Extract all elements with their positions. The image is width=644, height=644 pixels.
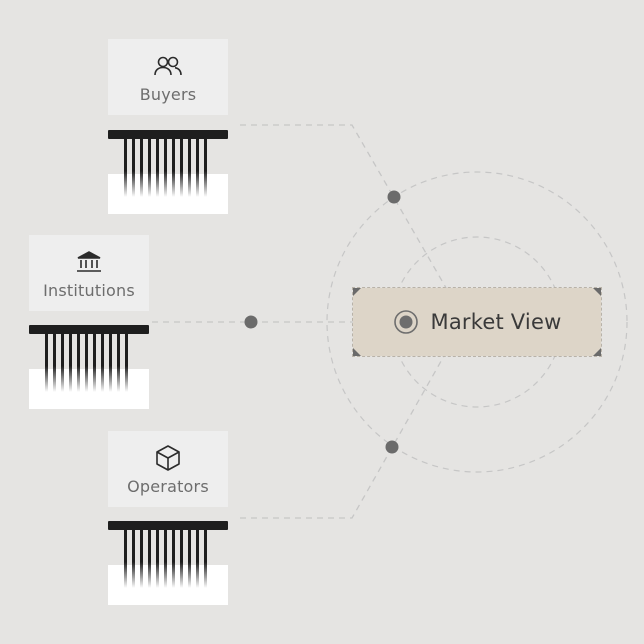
operators-card[interactable]: Operators [108,431,228,507]
operators-label: Operators [127,476,209,496]
hub-corner-bottom-left [353,348,361,356]
junction-dot-buyers [387,190,401,204]
institutions-shredder [29,325,149,409]
buyers-card[interactable]: Buyers [108,39,228,115]
market-view-hub[interactable]: Market View [352,287,602,357]
operators-shredder [108,521,228,605]
hub-corner-top-right [593,288,601,296]
junction-dot-operators [385,440,399,454]
buyers-label: Buyers [139,84,197,104]
bank-icon [74,247,104,277]
hub-label: Market View [430,310,562,334]
connector-operators [240,355,445,519]
junction-dot-institutions [244,315,258,329]
cube-icon [153,443,183,473]
outer-orbit-ring [326,171,628,473]
hub-corner-top-left [353,288,361,296]
connector-buyers [240,124,450,294]
institutions-card[interactable]: Institutions [29,235,149,311]
hub-corner-bottom-right [593,348,601,356]
institutions-label: Institutions [43,280,135,300]
buyers-shredder [108,130,228,214]
users-icon [153,51,183,81]
radio-target-icon [393,309,419,335]
